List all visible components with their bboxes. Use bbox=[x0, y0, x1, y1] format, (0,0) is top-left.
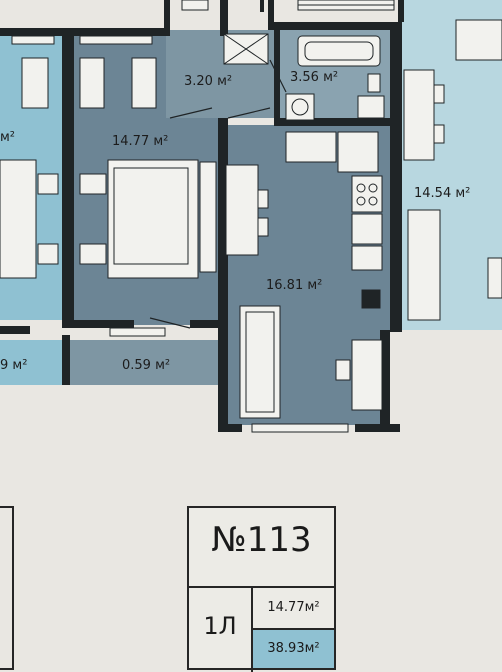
legend-divider-vertical bbox=[251, 588, 253, 672]
washing-machine-icon bbox=[285, 93, 315, 121]
room-label-bathroom: 3.56 м² bbox=[290, 70, 339, 85]
room-label-neighbor-left-top: м² bbox=[0, 130, 16, 145]
wardrobes bbox=[21, 33, 269, 109]
kitchen-units bbox=[285, 131, 383, 309]
room-label-kitchen-living: 16.81 м² bbox=[266, 278, 323, 293]
apartment-legend: №113 1Л 14.77м² 38.93м² bbox=[187, 506, 336, 672]
room-label-hall: 3.20 м² bbox=[184, 74, 233, 89]
legend-divider bbox=[189, 586, 334, 588]
window-bottom bbox=[251, 423, 349, 433]
walls bbox=[0, 0, 404, 432]
room-label-neighbor-right: 14.54 м² bbox=[414, 186, 471, 201]
neighbor-bed-icon bbox=[0, 159, 59, 279]
bathtub-icon bbox=[297, 35, 381, 67]
rooms-type: 1Л bbox=[203, 612, 237, 640]
desk-icon bbox=[335, 339, 383, 411]
doors bbox=[149, 59, 287, 329]
living-area: 14.77м² bbox=[267, 600, 320, 615]
balcony-floor bbox=[68, 340, 220, 385]
dining-table-icon bbox=[225, 164, 269, 256]
total-area: 38.93м² bbox=[253, 630, 334, 668]
neighbor-furniture bbox=[403, 19, 502, 321]
legend-divider-inner bbox=[253, 628, 334, 630]
neighbor-legend-box bbox=[0, 506, 14, 670]
sofa-icon bbox=[239, 305, 281, 419]
apartment-number: №113 bbox=[211, 520, 312, 560]
room-label-balcony: 0.59 м² bbox=[122, 358, 171, 373]
room-label-bedroom: 14.77 м² bbox=[112, 134, 169, 149]
window-top bbox=[181, 0, 209, 11]
toilet-icon bbox=[357, 95, 385, 119]
sink-icon bbox=[367, 73, 381, 93]
bed-icon bbox=[79, 159, 217, 279]
floor-plan-drawing bbox=[0, 0, 502, 433]
room-label-neighbor-left-bottom: 9 м² bbox=[0, 358, 28, 373]
